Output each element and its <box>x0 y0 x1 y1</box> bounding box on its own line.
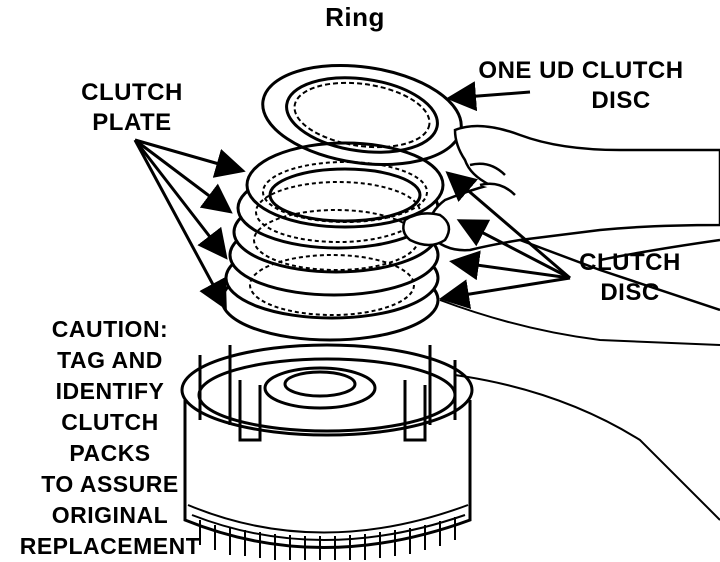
label-one-ud-clutch-disc: ONE UD CLUTCH DISC <box>456 56 706 116</box>
label-line: CLUTCH <box>81 79 183 106</box>
caution-note: CAUTION: TAG AND IDENTIFY CLUTCH PACKS T… <box>0 314 220 562</box>
caution-line: CAUTION: <box>51 316 169 342</box>
ud-disc-arrow <box>446 81 531 112</box>
caution-line: ORIGINAL <box>51 502 169 528</box>
label-clutch-disc: CLUTCH DISC <box>560 248 700 308</box>
clutch-disc-arrows <box>439 171 571 310</box>
clutch-plate-arrows <box>133 138 246 311</box>
label-line: DISC <box>591 87 651 114</box>
caution-line: CLUTCH <box>61 409 159 435</box>
label-clutch-plate: CLUTCH PLATE <box>52 78 212 138</box>
label-line: ONE UD CLUTCH <box>478 57 684 84</box>
caution-line: REPLACEMENT <box>19 533 201 559</box>
caution-line: TAG AND <box>57 347 163 373</box>
clutch-drum <box>180 343 474 549</box>
label-line: DISC <box>600 279 660 306</box>
caution-line: PACKS <box>69 440 151 466</box>
figure-title: Ring <box>325 2 385 32</box>
label-line: CLUTCH <box>579 249 681 276</box>
label-line: PLATE <box>92 109 172 136</box>
caution-line: IDENTIFY <box>55 378 165 404</box>
clutch-disc-teeth <box>249 161 428 316</box>
caution-line: TO ASSURE <box>41 471 179 497</box>
forearm-lines <box>439 299 720 521</box>
drum-spline-teeth <box>199 517 456 560</box>
